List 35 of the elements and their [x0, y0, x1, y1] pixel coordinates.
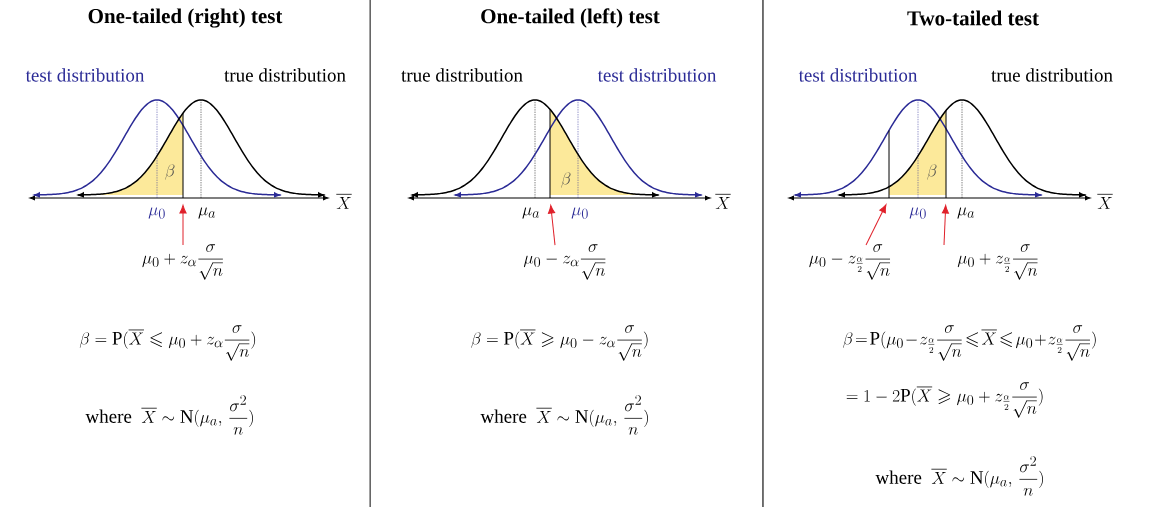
axis-label: $\overline{X}$ — [336, 194, 352, 209]
boundary-line — [549, 108, 551, 199]
axis-label: $\mu_0$ — [909, 207, 926, 219]
panel-title: Two-tailed test — [907, 10, 1039, 26]
formula: $\text{where}\ \ \overline{X} \sim \mathrm{N}(\mu_a,\, \frac{\sigma^2}{n})$ — [875, 456, 1043, 496]
formula: $= 1 - 2\mathrm{P}(\overline{X} \geqslant \mu_0 + z_{\frac{\alpha}{2}}\frac{\sigma}{\sqrt{n}})$ — [846, 382, 1043, 418]
arrow — [179, 205, 187, 246]
curve-label: test distribution — [597, 68, 717, 82]
curve-label: true distribution — [401, 68, 523, 82]
arrow — [548, 204, 556, 246]
formula: $\mu_0 - z_{\frac{\alpha}{2}}\frac{\sigma}{\sqrt{n}}$ — [809, 244, 891, 280]
axis-label: $\mu_a$ — [957, 207, 975, 219]
curve-label: test distribution — [798, 68, 918, 82]
formula: $\mu_0 - z_\alpha\frac{\sigma}{\sqrt{n}}$ — [523, 244, 606, 280]
formula: $\beta\!=\!\mathrm{P}(\mu_0\!-\!z_{\frac{\alpha}{2}}\frac{\sigma}{\sqrt{n}}\!\leqslant\!\overline{X}\!\leqslant\!\mu_0\!+\!z_{\frac{\alpha}{2}}\frac{\sigma}{\sqrt{n}})$ — [843, 325, 1096, 361]
formula: $\text{where}\ \ \overline{X} \sim \mathrm{N}(\mu_a,\, \frac{\sigma^2}{n})$ — [85, 395, 253, 435]
axis-label: $\mu_a$ — [522, 207, 540, 219]
area-label: $\beta$ — [561, 172, 571, 188]
formula: $\mu_0 + z_\alpha\frac{\sigma}{\sqrt{n}}$ — [142, 244, 223, 280]
formula: $\beta = \mathrm{P}(\overline{X} \geqslant \mu_0 - z_\alpha\frac{\sigma}{\sqrt{n}})$ — [471, 325, 648, 361]
axis-label: $\mu_a$ — [198, 207, 216, 219]
arrow — [941, 205, 949, 246]
formula: $\text{where}\ \ \overline{X} \sim \mathrm{N}(\mu_a,\, \frac{\sigma^2}{n})$ — [480, 395, 648, 435]
axis-label: $\overline{X}$ — [715, 194, 731, 209]
formula: $\beta = \mathrm{P}(\overline{X} \leqslant \mu_0 + z_\alpha\frac{\sigma}{\sqrt{n}})$ — [79, 325, 256, 361]
axis-label: $\overline{X}$ — [1097, 194, 1113, 209]
axis-label: $\mu_0$ — [148, 207, 165, 219]
boundary-line — [182, 112, 184, 199]
curve-label: true distribution — [224, 68, 346, 82]
panel-title: One-tailed (right) test — [88, 8, 283, 28]
formula: $\mu_0 + z_{\frac{\alpha}{2}}\frac{\sigma}{\sqrt{n}}$ — [957, 244, 1038, 280]
boundary-line — [888, 129, 890, 199]
boundary-line — [945, 110, 947, 199]
axis-label: $\mu_0$ — [571, 207, 588, 219]
arrow — [865, 204, 887, 246]
